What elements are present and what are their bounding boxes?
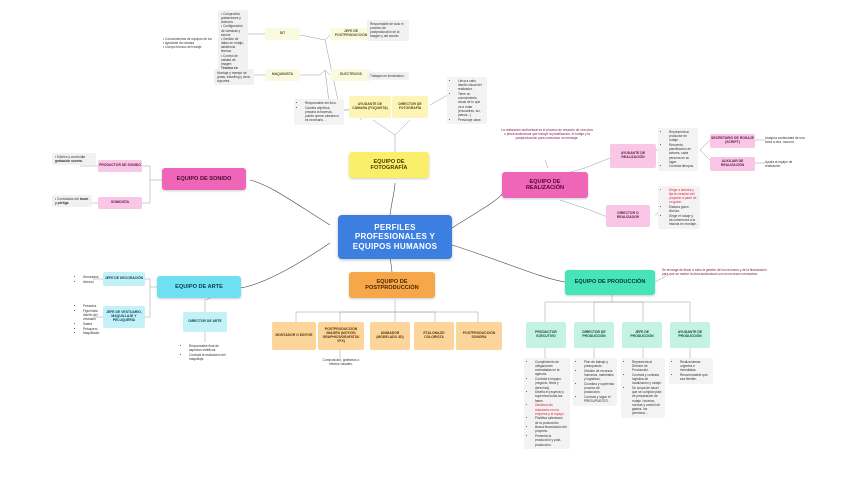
- hub-title: PERFILES PROFESIONALES Y EQUIPOS HUMANOS: [338, 215, 452, 259]
- arte-decoracion-list: DecoradosAtrezzo: [72, 273, 100, 287]
- fotografia-electricos[interactable]: ELÉCTRICOS: [330, 69, 372, 81]
- fotografia-category[interactable]: EQUIPO DE FOTOGRAFÍA: [349, 152, 429, 178]
- post-vfx-note: Composición, grafismos o efectos visuale…: [322, 358, 360, 367]
- fotografia-director-list: Lleva a cabo diseño visual del realizado…: [447, 77, 487, 125]
- fotografia-maquinista[interactable]: MAQUINISTA: [265, 69, 300, 81]
- arte-director[interactable]: DIRECTOR DE ARTE: [183, 312, 227, 332]
- post-vfx[interactable]: POSTPRODUCCIÓN IMAGEN (MOTION GRAPHICS/G…: [318, 322, 364, 350]
- produccion-intro: Se encarga de llevar a cabo la gestión d…: [662, 268, 767, 277]
- sonido-productor-note: • Edición y control de grabación sonora.: [52, 153, 96, 166]
- realizacion-category[interactable]: EQUIPO DE REALIZACIÓN: [502, 172, 588, 198]
- arte-vestuario-list: PeinadosFigurinista diseño del vestuario…: [72, 302, 102, 338]
- produccion-ejecutivo[interactable]: PRODUCTOR EJECUTIVO: [526, 322, 566, 348]
- fotografia-dit[interactable]: DIT: [265, 28, 300, 40]
- produccion-ayudante[interactable]: AYUDANTE DE PRODUCCIÓN: [670, 322, 710, 348]
- fotografia-director[interactable]: DIRECTOR DE FOTOGRAFÍA: [392, 96, 428, 118]
- post-etalonaje[interactable]: ETALONAJE/ COLORISTA: [414, 322, 454, 350]
- post-animador[interactable]: ANIMADOR (MODELADO 3D): [370, 322, 410, 350]
- fotografia-dit-note: • Comprueba grabaciones y archivos• Conf…: [218, 10, 248, 77]
- arte-category[interactable]: EQUIPO DE ARTE: [157, 276, 241, 298]
- fotografia-ayudante-list: Responsable del foco.Cambia objetivos, p…: [294, 99, 344, 125]
- produccion-director-list: Plan de trabajo y presupuesto.Gestión de…: [573, 358, 617, 406]
- realizacion-auxiliar[interactable]: AUXILIAR DE REALIZACIÓN: [710, 157, 755, 171]
- arte-vestuario[interactable]: JEFE DE VESTUARIO, MAQUILLAJE Y PELUQUER…: [103, 306, 145, 328]
- produccion-category[interactable]: EQUIPO DE PRODUCCIÓN: [565, 270, 655, 295]
- realizacion-script[interactable]: SECRETARIO DE RODAJE (SCRIPT): [710, 134, 755, 148]
- postproduccion-category[interactable]: EQUIPO DE POSTPRODUCCIÓN: [349, 272, 435, 298]
- realizacion-intro: La realización audiovisual es el proceso…: [501, 128, 593, 141]
- realizacion-director[interactable]: DIRECTOR O REALIZADOR: [606, 205, 650, 227]
- produccion-jefe-list: Representa al Director de Producción.Con…: [621, 358, 665, 418]
- post-sonora[interactable]: POSTPRODUCCIÓN SONORA: [456, 322, 502, 350]
- produccion-ayudante-list: Realiza tareas urgentes e inmediatas.Rec…: [669, 358, 713, 384]
- post-montador[interactable]: MONTADOR O EDITOR: [272, 322, 316, 350]
- produccion-jefe[interactable]: JEFE DE PRODUCCIÓN: [622, 322, 662, 348]
- arte-decoracion[interactable]: JEFE DE DECORACIÓN: [103, 272, 145, 286]
- realizacion-ayudante[interactable]: AYUDANTE DE REALIZACIÓN: [610, 144, 656, 168]
- fotografia-side-list: • Conocimientos de equipos de luz• Ayuda…: [163, 37, 212, 50]
- fotografia-maquinista-note: Montaje y manejo de grúas, travelling y …: [214, 69, 254, 86]
- fotografia-jefe-post[interactable]: JEFE DE POSTPRODUCCIÓN: [330, 28, 372, 40]
- sonido-sonidista[interactable]: SONIDISTA: [98, 197, 142, 209]
- realizacion-ayudante-list: Representa al productor en rodaje.Recuen…: [658, 128, 698, 172]
- sonido-sonidista-note: • Controlador del boom y pértiga.: [52, 195, 92, 208]
- produccion-director[interactable]: DIRECTOR DE PRODUCCIÓN: [574, 322, 614, 348]
- arte-director-list: Responsable final de aspectos estéticos.…: [178, 342, 232, 364]
- fotografia-ayudante[interactable]: AYUDANTE DE CÁMARA (FOQUISTA): [349, 96, 391, 118]
- realizacion-director-list: Dirige a actores y fija la creación del …: [658, 186, 700, 230]
- realizacion-script-note: Asegura continuidad de una toma a otra, …: [765, 136, 805, 145]
- sonido-productor[interactable]: PRODUCTOR DE SONIDO: [98, 160, 142, 172]
- fotografia-jefepost-note: Responsable de todo el proceso de postpr…: [367, 20, 409, 41]
- sonido-category[interactable]: EQUIPO DE SONIDO: [162, 168, 246, 190]
- fotografia-electricos-note: Trabajan en iluminación.: [367, 72, 409, 81]
- realizacion-auxiliar-note: Ayuda al equipo de realización.: [765, 160, 793, 169]
- produccion-ejecutivo-list: Cumplimiento de obligaciones contratadas…: [524, 358, 570, 450]
